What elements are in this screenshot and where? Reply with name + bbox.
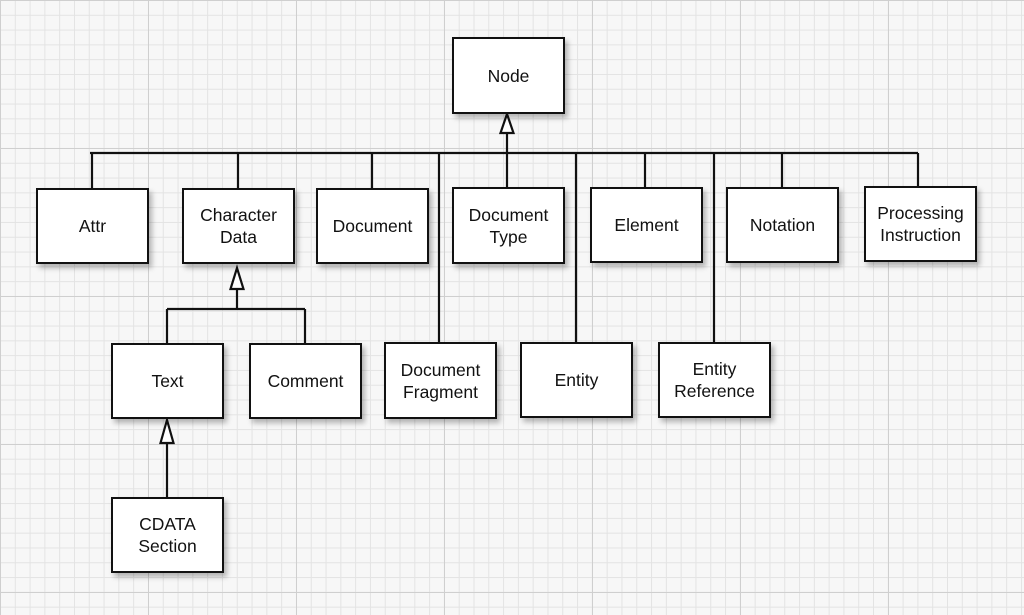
processing-instruction-label: Processing Instruction <box>877 203 964 245</box>
node-box-document-type: Document Type <box>452 187 565 264</box>
document-type-label: Document Type <box>468 204 549 247</box>
node-box-attr: Attr <box>36 188 149 264</box>
node-box-cdata-section: CDATA Section <box>111 497 224 573</box>
notation-label: Notation <box>749 215 816 235</box>
entity-label: Entity <box>554 370 599 390</box>
attr-label: Attr <box>78 216 107 236</box>
node-box-processing-instruction: Processing Instruction <box>864 186 977 262</box>
node-box-document: Document <box>316 188 429 264</box>
node-box-notation: Notation <box>726 187 839 263</box>
node-box-text: Text <box>111 343 224 419</box>
node-box-element: Element <box>590 187 703 263</box>
node-box-document-fragment: Document Fragment <box>384 342 497 419</box>
cdata-section-label: CDATA Section <box>138 514 197 556</box>
document-label: Document <box>332 216 413 236</box>
element-label: Element <box>614 215 679 235</box>
node-box-comment: Comment <box>249 343 362 419</box>
document-fragment-label: Document Fragment <box>400 359 481 402</box>
character-data-label: Character Data <box>200 205 277 247</box>
node-box-character-data: Character Data <box>182 188 295 264</box>
text-inheritance-arrowhead <box>159 415 175 445</box>
node-inheritance-arrowhead <box>498 110 516 135</box>
node-box-entity: Entity <box>520 342 633 418</box>
comment-label: Comment <box>267 371 344 391</box>
node-box-entity-reference: Entity Reference <box>658 342 771 418</box>
entity-reference-label: Entity Reference <box>674 359 755 401</box>
node-label: Node <box>487 65 530 86</box>
node-box-node: Node <box>452 37 565 114</box>
text-label: Text <box>151 371 184 391</box>
character-data-inheritance-arrowhead <box>229 264 245 291</box>
